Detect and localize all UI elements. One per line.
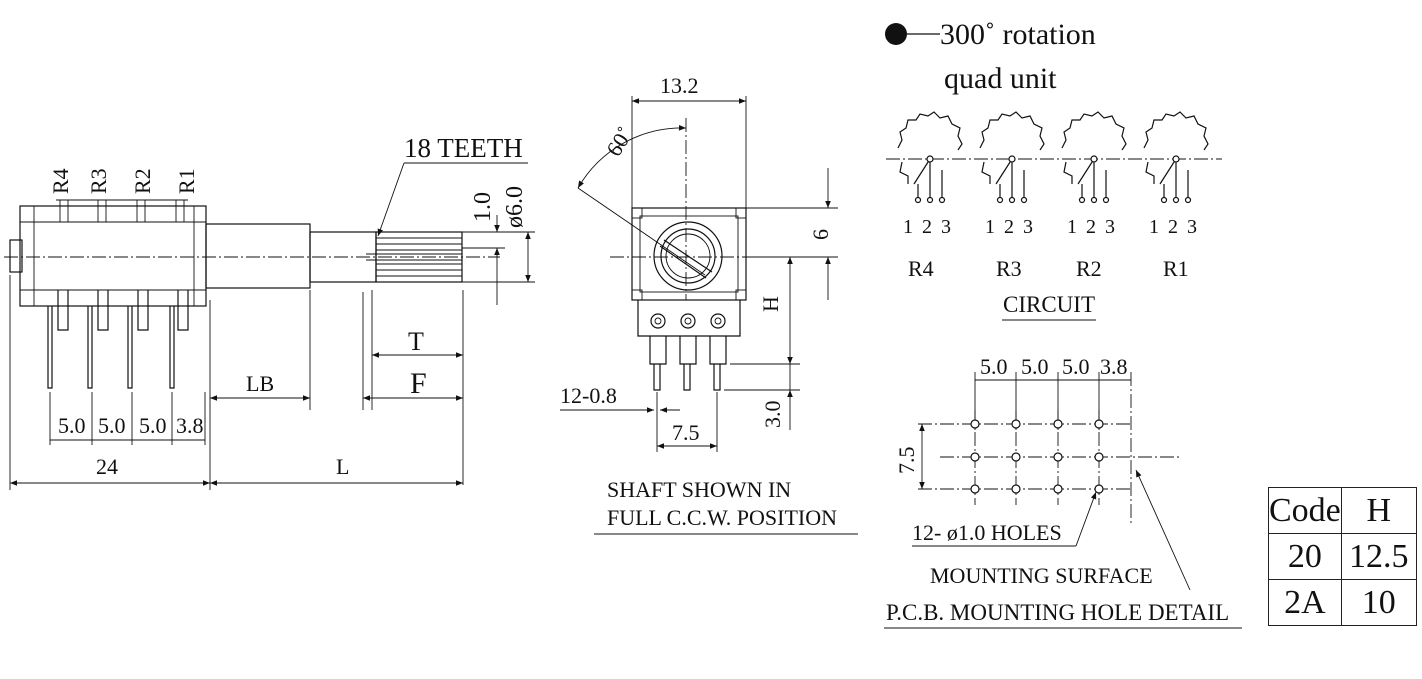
pin-number: 2 [1086,216,1096,238]
rotation-dot-icon [885,23,907,45]
table-cell: 12.5 [1340,533,1417,580]
dim-7-5: 7.5 [672,420,700,445]
circuit-diagram: 1 2 3 1 2 3 1 2 3 1 2 3 R4 R3 R2 R1 CIRC… [886,111,1222,321]
circuit-unit-label-r2: R2 [1076,256,1102,281]
pin-number: 3 [1105,216,1115,238]
pcb-hole-detail: 5.0 5.0 5.0 3.8 7.5 12- ø1.0 HOLES MOUNT… [884,354,1242,629]
pitch-3: 5.0 [139,413,167,438]
pin-number: 1 [1067,216,1077,238]
hole-pitch-3: 5.0 [1062,354,1090,379]
dim-dia-6: ø6.0 [502,186,528,228]
rotation-label: 300˚ rotation [940,18,1096,51]
pitch-4: 3.8 [176,413,204,438]
dim-24: 24 [96,454,118,479]
hole-pitch-2: 5.0 [1021,354,1049,379]
pin-label-r2: R2 [130,168,155,194]
note-line-2: FULL C.C.W. POSITION [607,505,837,530]
table-header-code: Code [1268,487,1342,534]
front-body [631,207,747,301]
pin-number: 1 [1149,216,1159,238]
pin-size-label: 12-0.8 [560,383,617,408]
circuit-unit-label-r4: R4 [908,256,934,281]
pin-number: 2 [1168,216,1178,238]
holes-label: 12- ø1.0 HOLES [912,520,1062,545]
code-table: Code H 20 12.5 2A 10 [1268,487,1417,626]
circuit-unit-r2 [1061,111,1127,204]
unit-label: quad unit [944,62,1057,95]
pin-label-r4: R4 [48,168,73,194]
bushing [205,223,311,289]
row-spacing-7-5: 7.5 [894,447,919,475]
dim-f: F [410,367,427,400]
side-view: R4 R3 R2 R1 18 TEETH 1.0 ø6.0 T F LB [4,133,535,490]
circuit-unit-label-r3: R3 [996,256,1022,281]
circuit-unit-r1 [1143,111,1209,204]
table-row: 20 12.5 [1268,533,1417,580]
pin-number: 1 [985,216,995,238]
pin-label-r1: R1 [174,168,199,194]
circuit-title: CIRCUIT [1003,292,1095,317]
circuit-unit-r3 [979,111,1045,204]
table-cell: 20 [1268,533,1342,580]
dim-3-0: 3.0 [760,401,785,429]
dim-t: T [408,327,424,356]
pin-number: 3 [1187,216,1197,238]
pin-number: 1 [903,216,913,238]
circuit-unit-r4 [897,111,963,204]
hole-pitch-1: 5.0 [980,354,1008,379]
dim-6: 6 [808,229,833,240]
teeth-label: 18 TEETH [404,133,523,163]
pin-number: 3 [1023,216,1033,238]
pin-number: 3 [941,216,951,238]
pin-number: 2 [922,216,932,238]
note-line-1: SHAFT SHOWN IN [607,477,791,502]
pin-label-r3: R3 [86,168,111,194]
dim-13-2: 13.2 [660,73,699,98]
pcb-detail-title: P.C.B. MOUNTING HOLE DETAIL [886,600,1229,625]
table-header-h: H [1340,487,1417,534]
table-header-row: Code H [1268,487,1417,534]
mounting-surface-label: MOUNTING SURFACE [930,563,1153,588]
dim-h: H [758,296,783,312]
table-cell: 10 [1340,579,1417,626]
pin-number: 2 [1004,216,1014,238]
rotation-legend: 300˚ rotation quad unit [885,18,1096,95]
dim-l: L [336,454,349,479]
pitch-1: 5.0 [58,413,86,438]
circuit-unit-label-r1: R1 [1163,256,1189,281]
hole-pitch-4: 3.8 [1100,354,1128,379]
front-view: 13.2 60˚ [560,73,858,535]
dim-1-0: 1.0 [470,192,496,222]
table-row: 2A 10 [1268,579,1417,626]
dim-lb: LB [246,371,274,396]
table-cell: 2A [1268,579,1342,626]
pitch-2: 5.0 [98,413,126,438]
